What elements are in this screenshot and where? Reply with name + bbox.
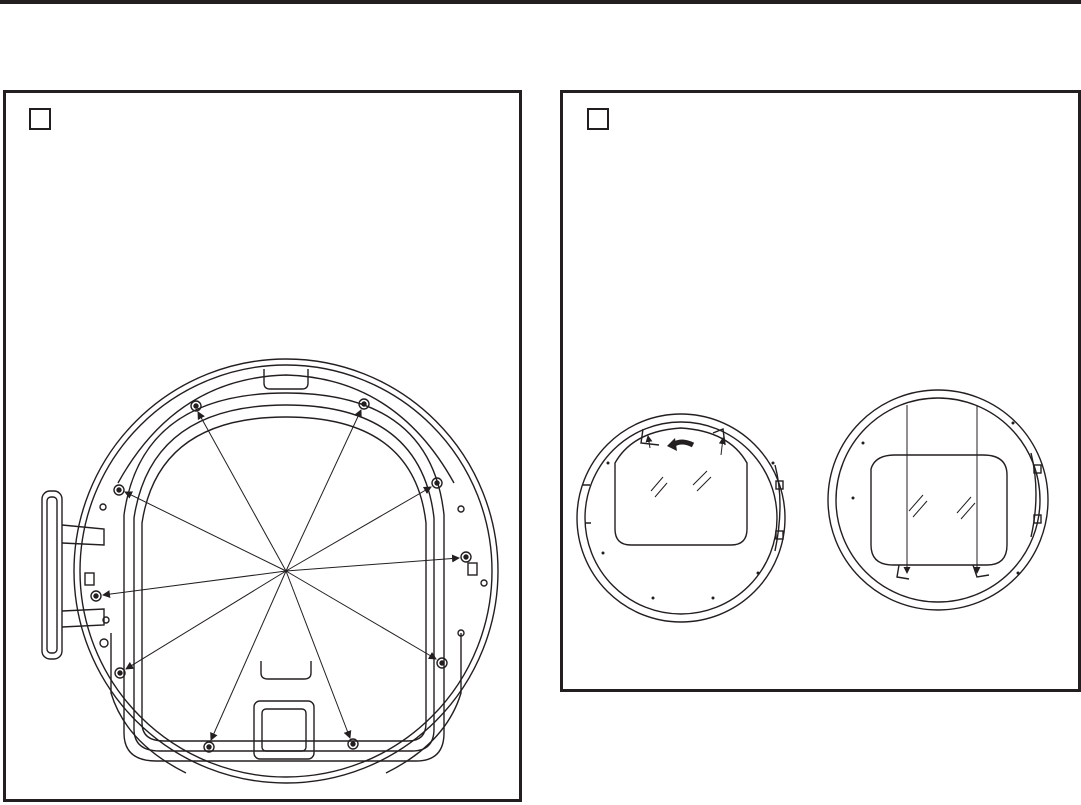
screw-pointer-arrows	[103, 410, 459, 740]
hinge-bracket	[42, 491, 62, 659]
glass-pane	[615, 428, 747, 545]
door-frame-illustration	[6, 93, 519, 799]
door-glass-lower	[828, 390, 1048, 610]
inner-frame-window	[142, 417, 426, 741]
glass-pane-lowered	[871, 455, 1007, 565]
step-panel-left	[3, 90, 522, 802]
inner-frame-outer	[124, 393, 444, 761]
page-top-rule	[0, 0, 1081, 4]
glass-removal-illustration	[563, 93, 1078, 689]
screw-bosses	[91, 399, 487, 752]
latch-slot	[468, 563, 477, 575]
hinge-latch	[85, 573, 94, 585]
step-panel-right	[560, 90, 1081, 692]
door-glass-rotate	[577, 414, 785, 622]
